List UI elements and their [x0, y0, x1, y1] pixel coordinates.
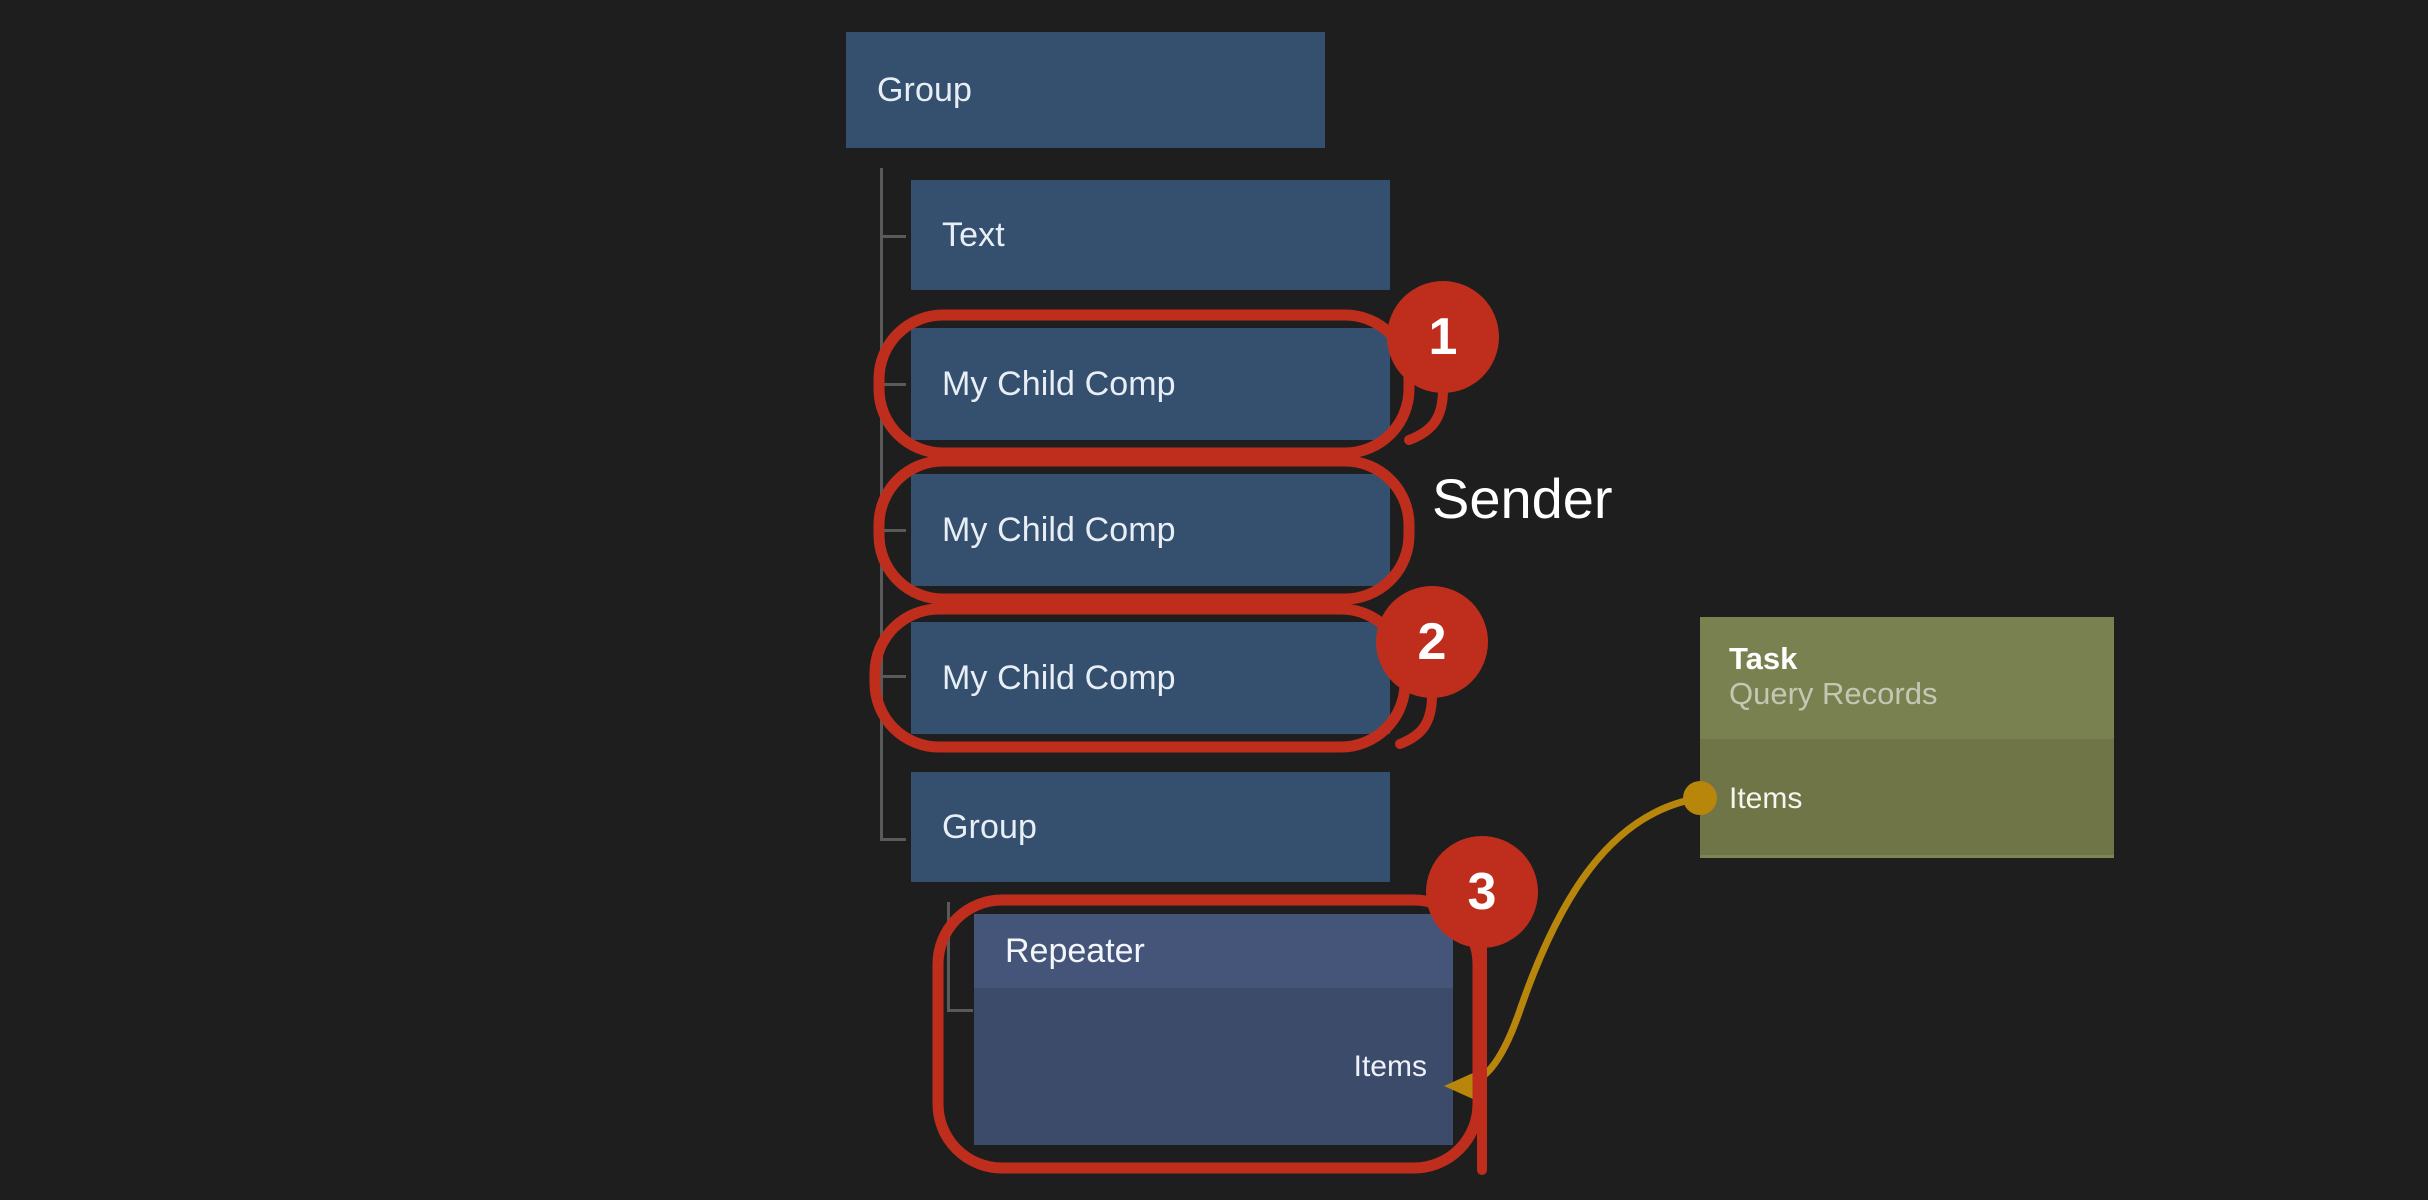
task-header: Task Query Records	[1700, 617, 2114, 739]
tree-branch-tick-child-3	[880, 675, 906, 678]
tree-node-label: My Child Comp	[942, 658, 1176, 697]
tree-node-label: My Child Comp	[942, 364, 1176, 403]
tree-node-label: Text	[942, 215, 1005, 254]
tree-trunk-line	[880, 168, 883, 840]
repeater-items-port-label: Items	[1353, 1049, 1427, 1083]
tree-node-label: Group	[877, 70, 972, 109]
graph-node-task[interactable]: Task Query Records Items	[1700, 617, 2114, 858]
annotation-badge-3: 3	[1426, 836, 1538, 948]
annotation-badge-1: 1	[1387, 281, 1499, 393]
tree-branch-tick-text	[880, 235, 906, 238]
task-items-port-label: Items	[1729, 781, 1803, 815]
graph-node-repeater[interactable]: Repeater Items	[974, 914, 1453, 1145]
task-subtitle: Query Records	[1729, 675, 1938, 711]
repeater-header: Repeater	[974, 914, 1453, 988]
repeater-input-port-row[interactable]: Items	[974, 1050, 1453, 1084]
tree-node-text[interactable]: Text	[911, 180, 1390, 290]
tree-node-my-child-comp-3[interactable]: My Child Comp	[911, 622, 1390, 734]
annotation-badge-2: 2	[1376, 586, 1488, 698]
tree-node-label: Group	[942, 807, 1037, 846]
tree-branch-tick-child-2	[880, 529, 906, 532]
tree-node-label: My Child Comp	[942, 510, 1176, 549]
badge-number: 2	[1417, 613, 1447, 671]
tree-subtrunk-line	[947, 902, 950, 1012]
badge-1-leader-line	[1404, 385, 1448, 445]
repeater-body: Items	[974, 988, 1453, 1145]
badge-2-leader-line	[1395, 690, 1437, 749]
tree-branch-tick-child-1	[880, 383, 906, 386]
tree-node-my-child-comp-2[interactable]: My Child Comp	[911, 474, 1390, 586]
tree-branch-tick-repeater	[947, 1009, 973, 1012]
tree-node-group-child[interactable]: Group	[911, 772, 1390, 882]
badge-number: 3	[1467, 863, 1497, 921]
tree-node-my-child-comp-1[interactable]: My Child Comp	[911, 328, 1390, 440]
task-title: Task	[1729, 641, 1798, 677]
tree-branch-tick-group	[880, 838, 906, 841]
repeater-title: Repeater	[1005, 931, 1145, 970]
annotation-label-sender: Sender	[1432, 467, 1613, 530]
task-bottom-divider	[1700, 855, 2114, 858]
badge-number: 1	[1428, 308, 1458, 366]
task-body: Items	[1700, 739, 2114, 858]
tree-node-group-root[interactable]: Group	[846, 32, 1325, 148]
